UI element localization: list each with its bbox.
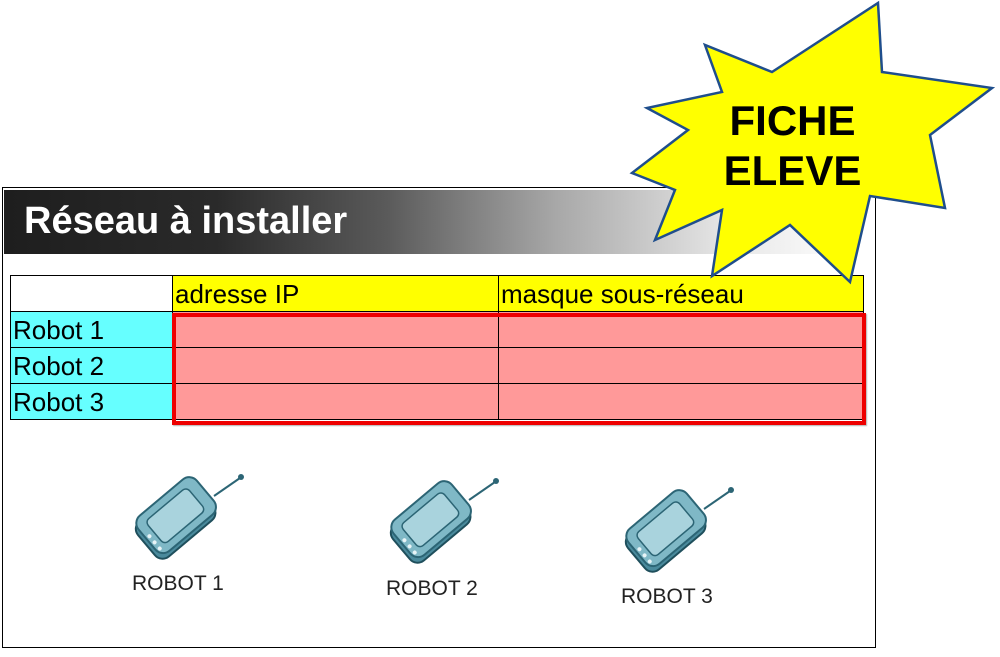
ip-input-robot-3[interactable] bbox=[172, 383, 499, 420]
robot-2-label: ROBOT 2 bbox=[386, 577, 478, 600]
table-row: Robot 3 bbox=[10, 383, 864, 420]
table-corner-cell bbox=[10, 275, 173, 312]
mask-input-robot-3[interactable] bbox=[498, 383, 864, 420]
robot-3-label: ROBOT 3 bbox=[621, 585, 713, 608]
mask-input-robot-2[interactable] bbox=[498, 347, 864, 384]
network-table: adresse IP masque sous-réseau Robot 1 Ro… bbox=[10, 275, 864, 420]
row-label-robot-2: Robot 2 bbox=[10, 347, 173, 384]
table-row: Robot 2 bbox=[10, 347, 864, 384]
row-label-robot-1: Robot 1 bbox=[10, 311, 173, 348]
starburst-badge-icon bbox=[629, 0, 996, 285]
robot-device-icon[interactable] bbox=[120, 468, 250, 568]
table-header-row: adresse IP masque sous-réseau bbox=[10, 275, 864, 312]
mask-input-robot-1[interactable] bbox=[498, 311, 864, 348]
row-label-robot-3: Robot 3 bbox=[10, 383, 173, 420]
robot-device-icon[interactable] bbox=[375, 472, 505, 572]
ip-input-robot-1[interactable] bbox=[172, 311, 499, 348]
robot-1-label: ROBOT 1 bbox=[132, 572, 224, 595]
ip-input-robot-2[interactable] bbox=[172, 347, 499, 384]
page-title: Réseau à installer bbox=[24, 200, 348, 242]
table-row: Robot 1 bbox=[10, 311, 864, 348]
badge-line-1: FICHE bbox=[729, 97, 856, 144]
badge-text: FICHE ELEVE bbox=[680, 96, 905, 196]
robot-device-icon[interactable] bbox=[610, 481, 740, 581]
badge-line-2: ELEVE bbox=[723, 147, 862, 194]
column-header-ip: adresse IP bbox=[172, 275, 499, 312]
